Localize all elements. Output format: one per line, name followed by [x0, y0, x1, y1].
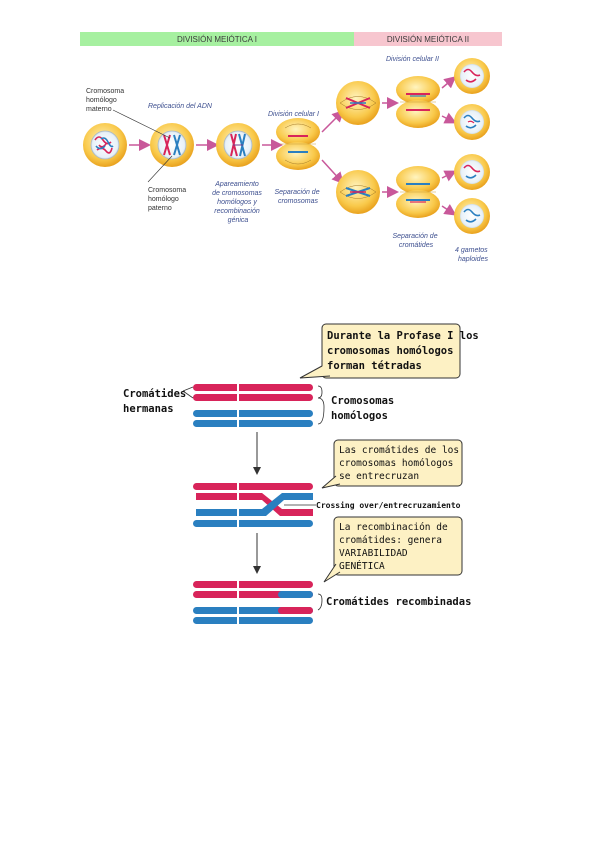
- cell-initial: [83, 123, 127, 167]
- cell-pairing: [216, 123, 260, 167]
- tetrad-crossing: [193, 483, 313, 527]
- label-separation-chromosomes: Separación de cromosomas: [274, 189, 321, 205]
- header-meiosis-1-label: DIVISIÓN MEIÓTICA I: [177, 35, 257, 44]
- cell-upper-division-2: [396, 76, 440, 128]
- label-homologs: Cromosomas homólogos: [331, 395, 401, 422]
- label-maternal: Cromosoma homólogo materno: [86, 88, 126, 113]
- svg-text:La recombinación de crom: La recombinación de cromátides: genera V…: [339, 522, 453, 572]
- gamete-1: [454, 58, 490, 94]
- svg-text:Durante la Profase I los: Durante la Profase I los cromosomas homó…: [327, 330, 485, 372]
- callout-recombination: La recombinación de cromátides: genera V…: [323, 516, 463, 583]
- gamete-3: [454, 154, 490, 190]
- cell-division-1: [276, 118, 320, 170]
- header-meiosis-2-label: DIVISIÓN MEIÓTICA II: [387, 35, 469, 44]
- label-replication: Replicación del ADN: [148, 103, 213, 110]
- label-sister-chromatids: Cromátides hermanas: [123, 388, 193, 415]
- gamete-2: [454, 104, 490, 140]
- tetrad-recombined: [193, 581, 313, 624]
- label-division-2: División celular II: [386, 56, 439, 63]
- label-pairing: Apareamiento de cromosomas homólogos y r…: [212, 181, 264, 224]
- label-crossing-over: Crossing over/entrecruzamiento: [316, 500, 461, 510]
- gamete-4: [454, 198, 490, 234]
- cell-lower-metaphase2: [336, 170, 380, 214]
- label-division-1: División celular I: [268, 111, 319, 118]
- callout-crossing: Las cromátides de los cromosomas homólog…: [321, 439, 465, 489]
- svg-text:Las cromátides de los cr: Las cromátides de los cromosomas homólog…: [339, 445, 465, 482]
- callout-prophase: Durante la Profase I los cromosomas homó…: [299, 323, 485, 379]
- tetrad-1: [193, 384, 313, 427]
- label-separation-chromatids: Separación de cromátides: [392, 233, 439, 249]
- cell-upper-metaphase2: [336, 81, 380, 125]
- header-meiosis-1: [80, 32, 354, 46]
- label-gametes: 4 gametos haploides: [455, 247, 490, 263]
- label-recombined-chromatids: Cromátides recombinadas: [326, 596, 471, 608]
- cell-replication: [150, 123, 194, 167]
- header-meiosis-2: [354, 32, 502, 46]
- label-paternal: Cromosoma homólogo paterno: [148, 187, 188, 212]
- cell-lower-division-2: [396, 166, 440, 218]
